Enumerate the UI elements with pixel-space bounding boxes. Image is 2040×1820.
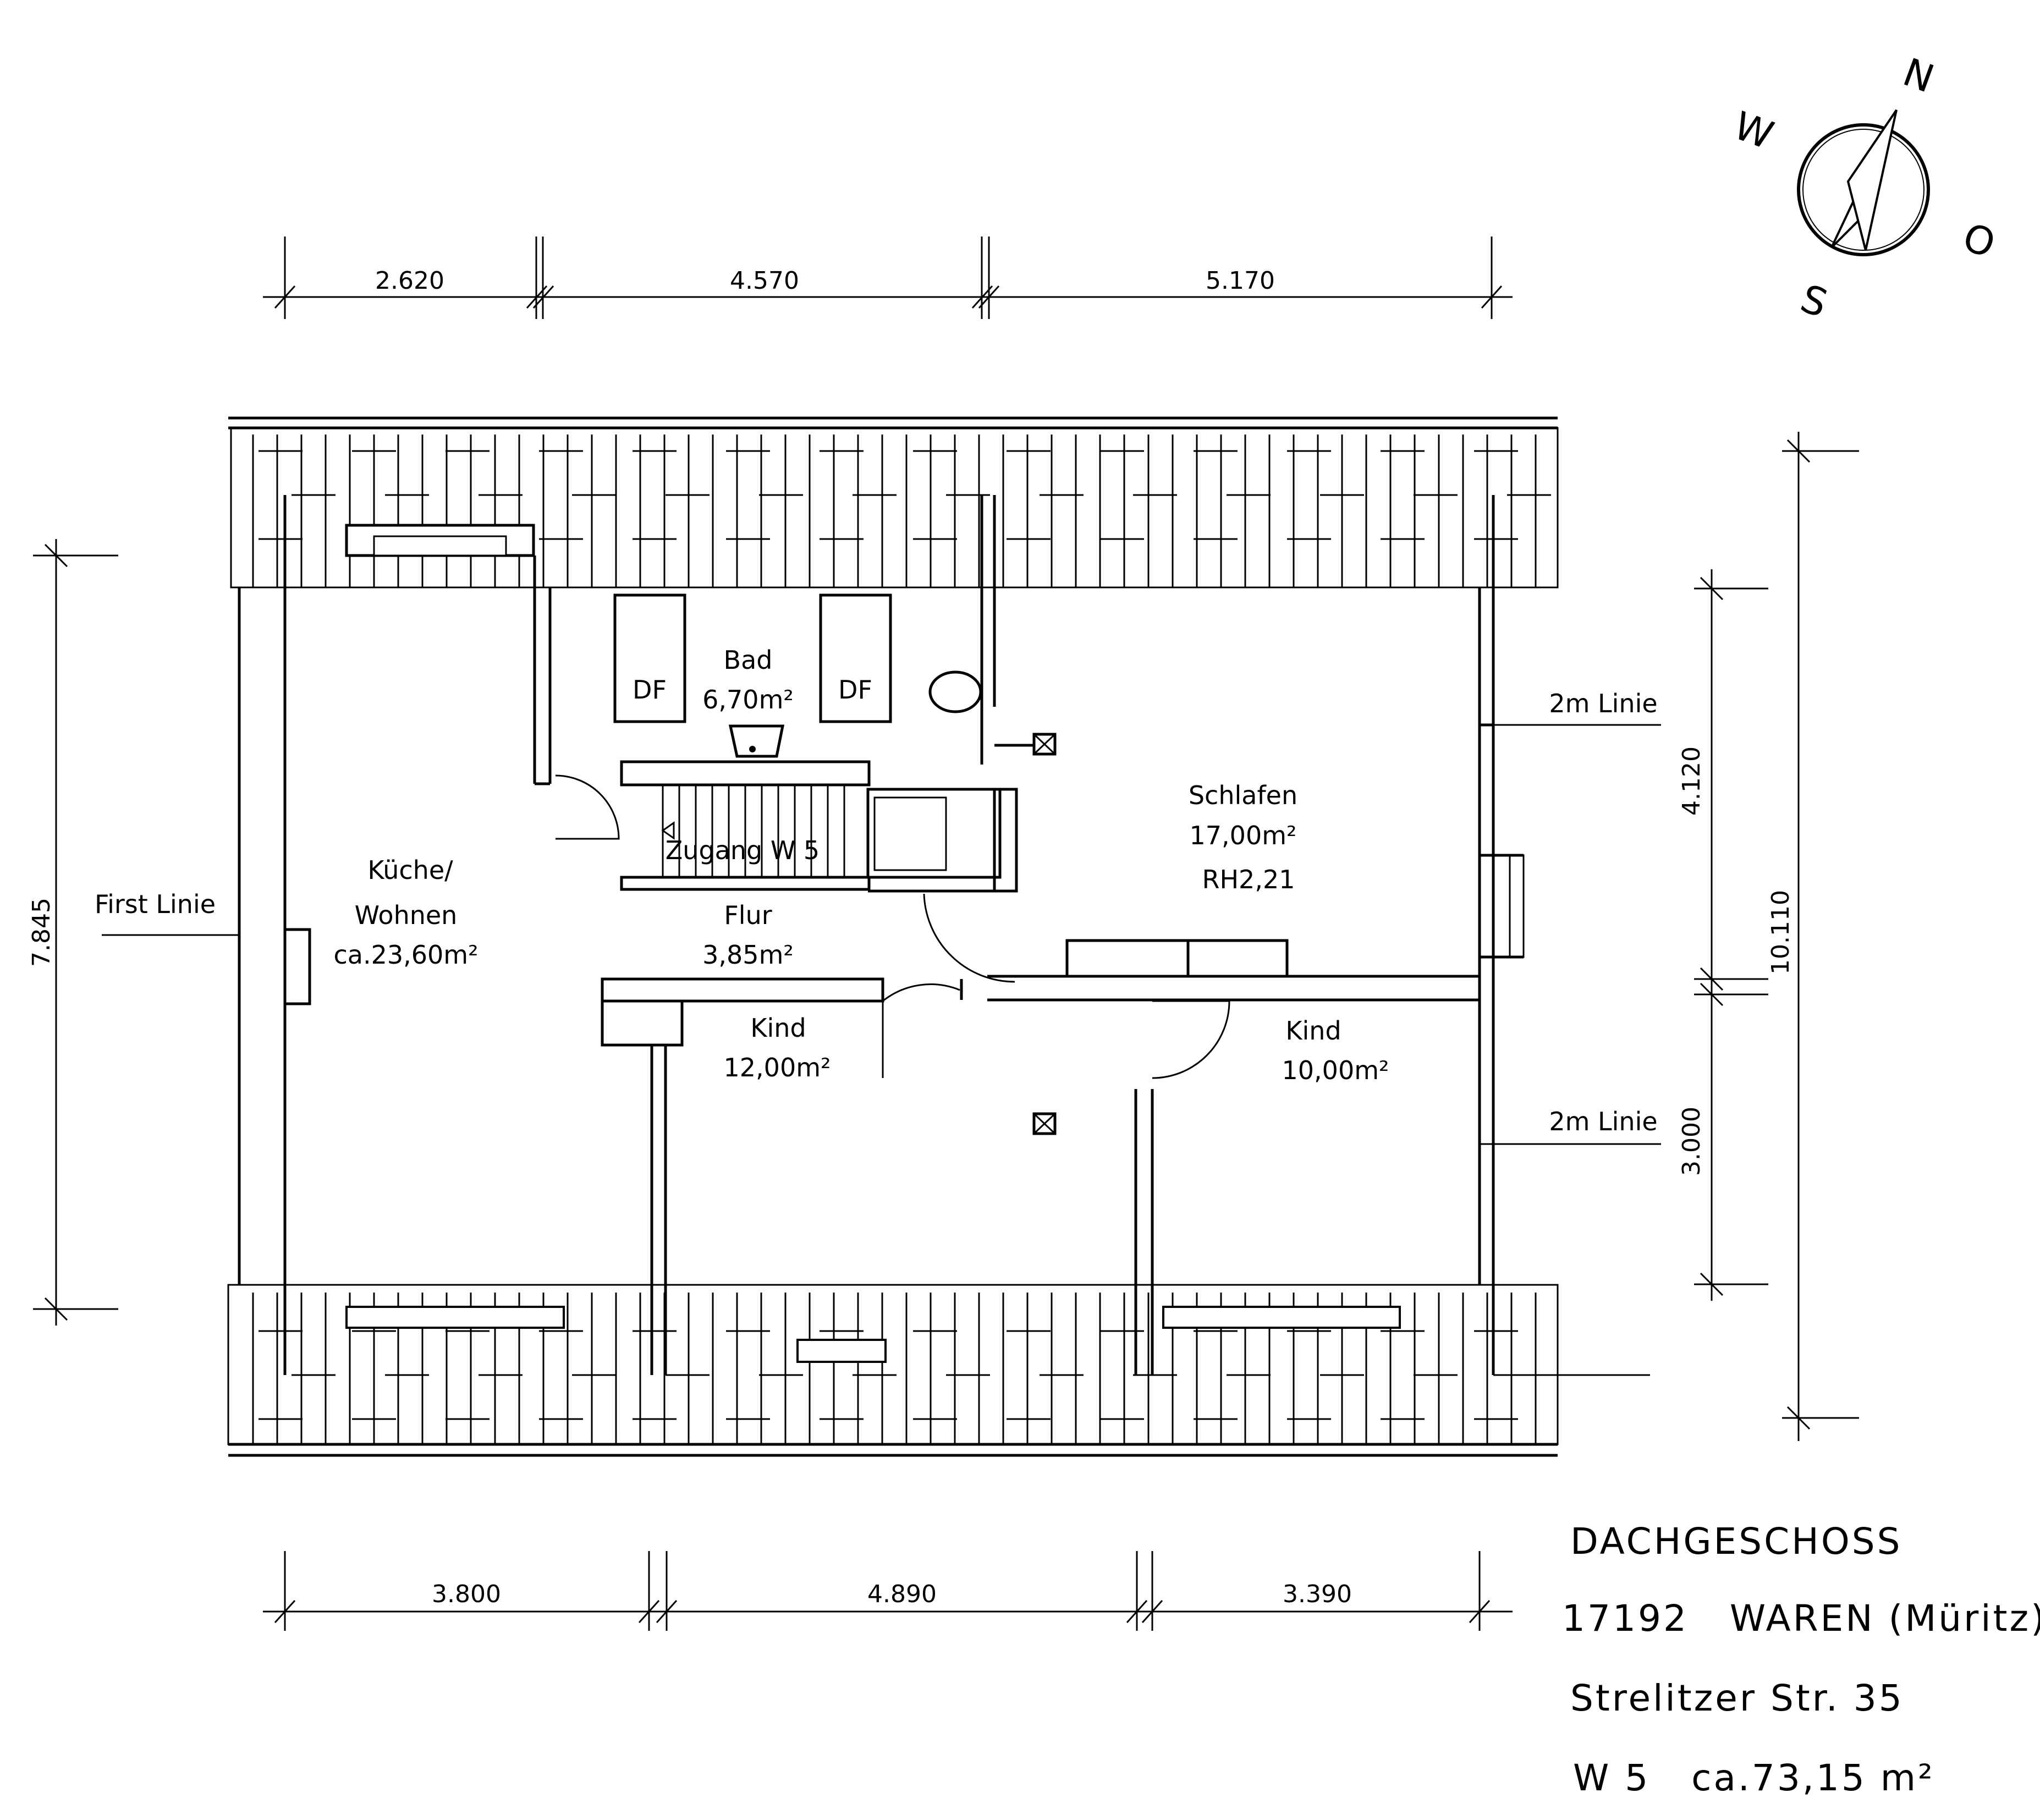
room-name-schlafen: Schlafen [1189, 780, 1297, 810]
stair-treads [662, 785, 845, 877]
first-line-label: First Linie [95, 889, 216, 919]
compass-label-s: S [1795, 276, 1833, 326]
reference-lines [102, 724, 1661, 1376]
room-name-bad: Bad [724, 645, 773, 675]
roof-window-label-right: DF [838, 675, 872, 705]
roof-tiles-bottom [227, 1284, 1559, 1457]
dimension-label-bottom-1: 3.800 [432, 1580, 501, 1608]
compass-label-w: W [1728, 103, 1779, 158]
room-name-flur: Flur [724, 900, 772, 930]
room-name-kind-2: Kind [1285, 1016, 1341, 1046]
dimension-bottom [263, 1551, 1513, 1631]
vent-icon-2 [1032, 1112, 1057, 1135]
roof-window-left [613, 593, 686, 723]
two-m-line-label-bottom: 2m Linie [1549, 1107, 1657, 1136]
dimension-label-right-total: 10.110 [1767, 890, 1795, 975]
room-name-kueche: Küche/ [367, 855, 453, 885]
two-m-line-label-top: 2m Linie [1549, 689, 1657, 718]
stair-arrow-icon [661, 821, 675, 840]
dimension-label-top-3: 5.170 [1206, 267, 1275, 295]
dimension-label-top-1: 2.620 [375, 267, 444, 295]
stair-label: Zugang W 5 [666, 835, 820, 865]
sink-icon [728, 724, 785, 758]
compass-rose [1797, 109, 1930, 256]
title-city: 17192 WAREN (Müritz) [1562, 1597, 2040, 1640]
dimension-label-right-upper: 4.120 [1678, 746, 1706, 816]
room-name-kind-1: Kind [750, 1013, 806, 1043]
dimension-left [33, 539, 118, 1326]
dimension-label-left: 7.845 [28, 898, 56, 967]
dimension-label-bottom-3: 3.390 [1283, 1580, 1352, 1608]
room-name-wohnen: Wohnen [355, 900, 458, 930]
doors [555, 774, 1230, 1079]
room-area-kind-1: 12,00m² [724, 1053, 831, 1082]
toilet-icon [928, 670, 982, 713]
dimension-top [263, 237, 1513, 319]
dimension-label-bottom-2: 4.890 [867, 1580, 937, 1608]
compass-label-n: N [1898, 50, 1940, 102]
room-height-schlafen: RH2,21 [1202, 865, 1295, 894]
room-area-kind-2: 10,00m² [1282, 1055, 1389, 1085]
compass-label-o: O [1957, 214, 2001, 267]
roof-window-right [819, 593, 892, 723]
title-unit-area: W 5 ca.73,15 m² [1573, 1757, 1935, 1799]
room-area-kueche: ca.23,60m² [333, 940, 478, 970]
roof-tiles-top [228, 416, 1559, 589]
roof-window-label-left: DF [633, 675, 667, 705]
dimension-label-top-2: 4.570 [730, 267, 799, 295]
fixtures [613, 593, 1057, 1135]
title-street: Strelitzer Str. 35 [1570, 1677, 1904, 1719]
room-area-flur: 3,85m² [702, 940, 794, 970]
walls [238, 495, 1525, 1375]
dimension-right [1694, 432, 1859, 1441]
dimension-label-right-lower: 3.000 [1678, 1107, 1706, 1176]
title-floor: DACHGESCHOSS [1570, 1520, 1902, 1563]
room-area-schlafen: 17,00m² [1190, 821, 1297, 850]
room-area-bad: 6,70m² [702, 685, 794, 714]
